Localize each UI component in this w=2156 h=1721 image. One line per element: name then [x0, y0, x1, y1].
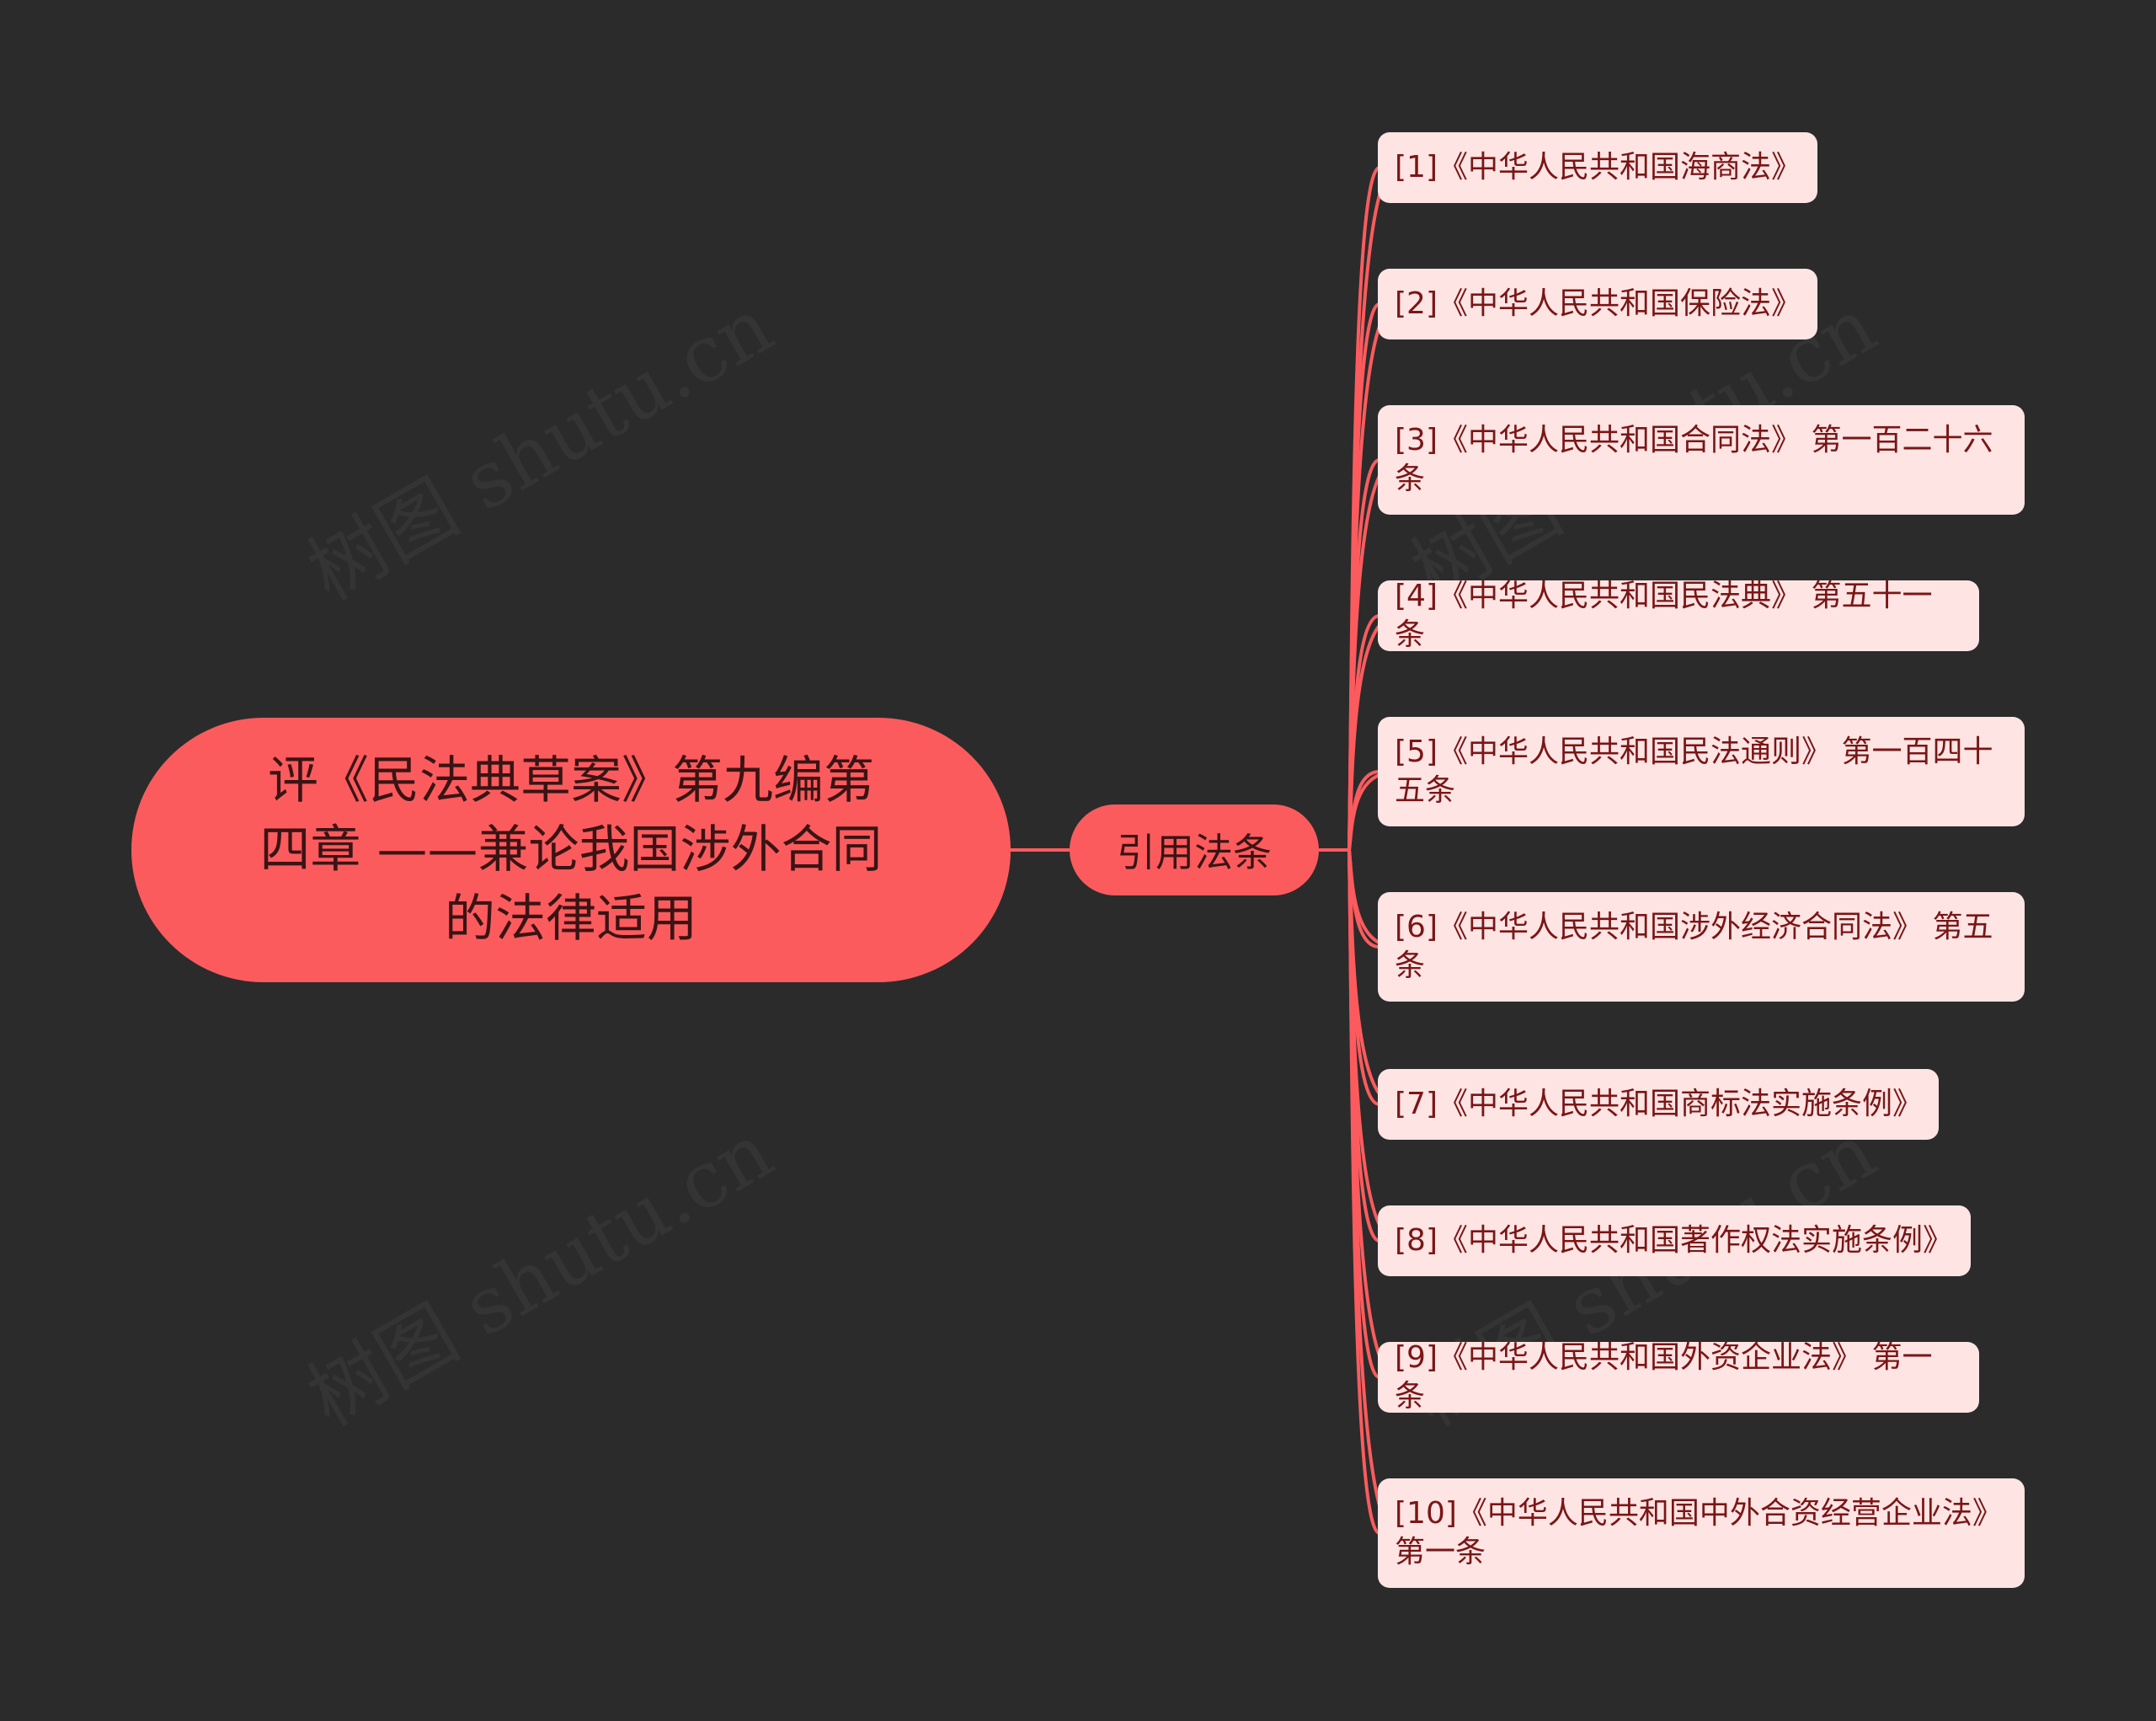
leaf-node-3[interactable]: [3]《中华人民共和国合同法》 第一百二十六条	[1378, 405, 2025, 515]
leaf-node-1[interactable]: [1]《中华人民共和国海商法》	[1378, 132, 1817, 203]
leaf-node-label: [6]《中华人民共和国涉外经济合同法》 第五条	[1395, 910, 1993, 983]
leaf-node-7[interactable]: [7]《中华人民共和国商标法实施条例》	[1378, 1069, 1939, 1140]
leaf-node-label: [3]《中华人民共和国合同法》 第一百二十六条	[1395, 423, 1993, 496]
leaf-node-4[interactable]: [4]《中华人民共和国民法典》 第五十一条	[1378, 579, 1979, 652]
leaf-node-9[interactable]: [9]《中华人民共和国外资企业法》 第一条	[1378, 1340, 1979, 1414]
leaf-node-5[interactable]: [5]《中华人民共和国民法通则》 第一百四十五条	[1378, 717, 2025, 826]
leaf-node-label: [10]《中华人民共和国中外合资经营企业法》 第一条	[1395, 1496, 2003, 1569]
leaf-node-8[interactable]: [8]《中华人民共和国著作权法实施条例》	[1378, 1205, 1971, 1276]
leaf-node-label: [4]《中华人民共和国民法典》 第五十一条	[1395, 579, 1933, 652]
leaf-node-label: [7]《中华人民共和国商标法实施条例》	[1395, 1087, 1923, 1121]
leaf-node-2[interactable]: [2]《中华人民共和国保险法》	[1378, 269, 1817, 339]
leaf-node-label: [8]《中华人民共和国著作权法实施条例》	[1395, 1223, 1953, 1258]
leaf-node-label: [1]《中华人民共和国海商法》	[1395, 150, 1801, 184]
leaf-node-label: [9]《中华人民共和国外资企业法》 第一条	[1395, 1340, 1933, 1414]
leaf-node-6[interactable]: [6]《中华人民共和国涉外经济合同法》 第五条	[1378, 892, 2025, 1002]
leaf-node-label: [5]《中华人民共和国民法通则》 第一百四十五条	[1395, 735, 1993, 808]
leaf-node-label: [2]《中华人民共和国保险法》	[1395, 286, 1801, 321]
root-topic-label: 评《民法典草案》第九编第四章 ——兼论我国涉外合同的法律适用	[259, 751, 883, 949]
root-topic-node[interactable]: 评《民法典草案》第九编第四章 ——兼论我国涉外合同的法律适用	[131, 718, 1011, 982]
branch-topic-label: 引用法条	[1117, 830, 1272, 875]
branch-topic-node[interactable]: 引用法条	[1070, 804, 1319, 895]
leaf-node-10[interactable]: [10]《中华人民共和国中外合资经营企业法》 第一条	[1378, 1478, 2025, 1588]
